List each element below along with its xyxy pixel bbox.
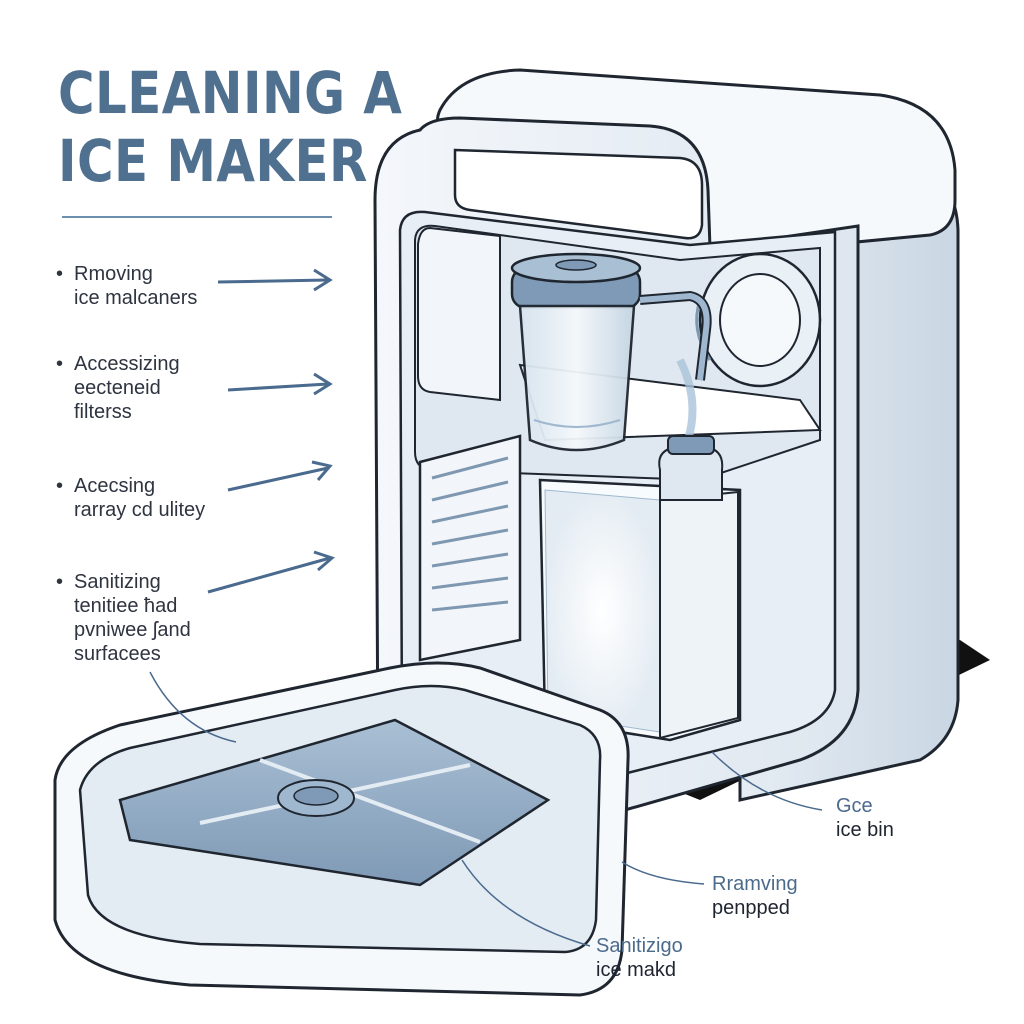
arrow-2 (227, 382, 329, 392)
arrow-4 (207, 556, 331, 594)
bullet-icon: • (56, 475, 64, 497)
water-bottle (658, 435, 724, 501)
front-top-lip (453, 148, 704, 240)
page-title-line-1: CLEANING A (58, 59, 403, 127)
drip-tray (53, 661, 630, 997)
step-4-line-4: surfacees (74, 643, 161, 665)
step-arrows (207, 268, 335, 594)
step-4-line-1: Sanitizing (74, 571, 161, 593)
water-pipe (639, 290, 712, 442)
step-2-line-1: Accessizing (74, 353, 180, 375)
callout-ice-bin-line-2: ice bin (836, 819, 894, 841)
callout-sanitizing: Sanitizigo ice makd (596, 934, 683, 982)
callout-sanitizing-line-2: ice makd (596, 959, 677, 981)
arrow-1-head (313, 268, 333, 292)
callout-sanitizing-line-1: Sanitizigo (596, 935, 683, 957)
step-1-line-1: Rmoving (74, 263, 153, 285)
arrow-3-head (311, 460, 333, 481)
step-2-line-2: eecteneid (74, 377, 161, 399)
bullet-icon: • (56, 353, 64, 375)
leader-surfaces (149, 671, 237, 743)
leader-sanitizing (461, 859, 591, 947)
arrow-1 (217, 278, 329, 284)
leader-lines (149, 671, 823, 947)
leader-ice-bin (711, 751, 823, 811)
page-title-line-2: ICE MAKER (58, 127, 368, 195)
callout-removing-line-1: Rramving (712, 873, 798, 895)
arrow-3 (227, 466, 329, 492)
step-2-line-3: filterss (74, 401, 132, 423)
bullet-icon: • (56, 571, 64, 593)
step-4-line-2: tenitiee ħad (74, 595, 178, 617)
filter-housing (417, 226, 501, 402)
callout-removing-line-2: penpped (712, 897, 790, 919)
arrow-2-head (313, 372, 333, 396)
step-3-line-2: rarray cd ulitey (74, 499, 206, 521)
bullet-icon: • (56, 263, 64, 285)
step-3-line-1: Acecsing (74, 475, 156, 497)
vent-grille (418, 434, 522, 662)
title-divider (62, 216, 332, 218)
step-1-line-2: ice malcaners (74, 287, 198, 309)
callout-ice-bin: Gce ice bin (836, 794, 894, 842)
arrow-4-head (313, 550, 335, 572)
callout-removing: Rramving penpped (712, 872, 798, 920)
leader-removing (621, 861, 705, 885)
water-reservoir (510, 252, 642, 452)
step-4-line-3: pvniwee ʃand (74, 619, 191, 641)
callout-ice-bin-line-1: Gce (836, 795, 873, 817)
ice-bin (538, 478, 742, 742)
